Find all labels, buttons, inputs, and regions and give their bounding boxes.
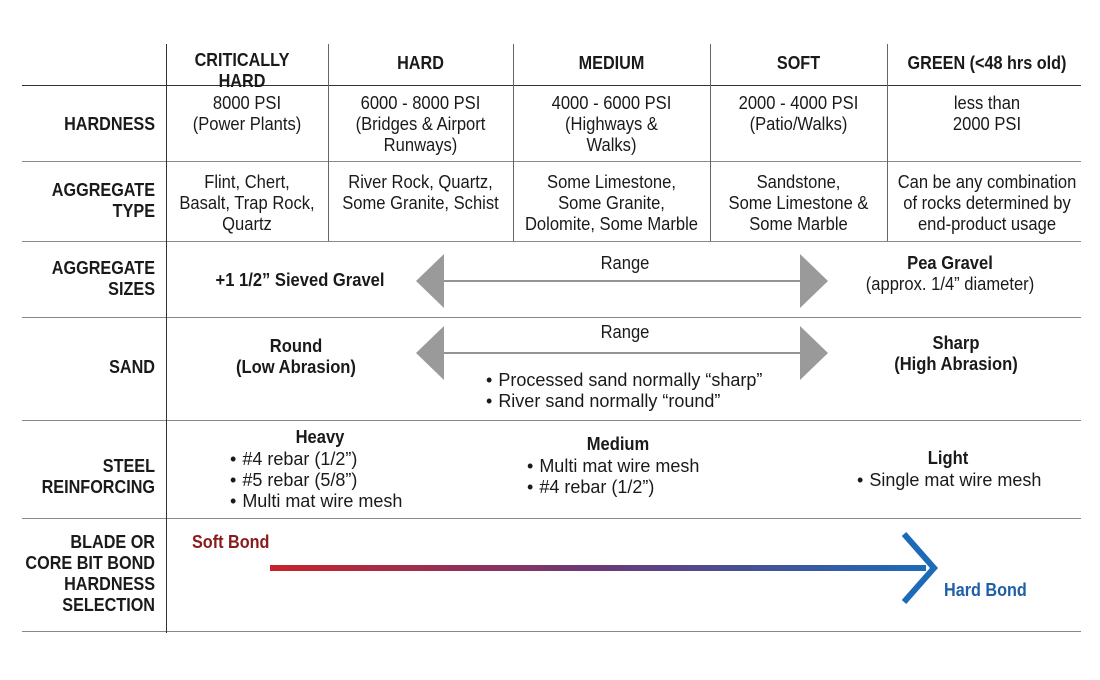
row-label-sand: SAND	[109, 357, 155, 377]
table-bottom	[22, 631, 1081, 632]
gradient-arrow-icon	[270, 532, 939, 604]
steel-light-title: Light	[927, 448, 969, 468]
list-item: #5 rebar (5/8”)	[230, 470, 450, 491]
row-divider	[22, 241, 1081, 242]
hardness-cell-green: less than 2000 PSI	[952, 93, 1022, 134]
aggregate-type-cell-critically-hard: Flint, Chert, Basalt, Trap Rock, Quartz	[179, 172, 315, 234]
aggregate-type-cell-soft: Sandstone, Some Limestone & Some Marble	[728, 172, 869, 234]
row-divider	[22, 518, 1081, 519]
row-label-aggregate-sizes: AGGREGATE SIZES	[51, 258, 155, 299]
hardness-cell-soft: 2000 - 4000 PSI (Patio/Walks)	[738, 93, 859, 134]
steel-heavy-list: #4 rebar (1/2”) #5 rebar (5/8”) Multi ma…	[230, 449, 450, 512]
row-label-aggregate-type: AGGREGATE TYPE	[51, 180, 155, 221]
row-divider	[22, 161, 1081, 162]
row-label-blade-bond: BLADE OR CORE BIT BOND HARDNESS SELECTIO…	[25, 532, 156, 615]
column-divider	[328, 44, 329, 241]
column-header-soft: SOFT	[776, 53, 821, 73]
sand-left: Round (Low Abrasion)	[236, 336, 356, 377]
aggregate-sizes-right: Pea Gravel (approx. 1/4” diameter)	[865, 253, 1035, 294]
list-item: #4 rebar (1/2”)	[230, 449, 450, 470]
aggregate-type-cell-hard: River Rock, Quartz, Some Granite, Schist	[342, 172, 499, 213]
hardness-cell-medium: 4000 - 6000 PSI (Highways & Walks)	[551, 93, 672, 155]
aggregate-type-cell-green: Can be any combination of rocks determin…	[897, 172, 1077, 234]
soft-bond-label: Soft Bond	[192, 532, 270, 552]
row-label-hardness: HARDNESS	[64, 114, 155, 134]
hardness-cell-critically-hard: 8000 PSI (Power Plants)	[192, 93, 302, 134]
list-item: #4 rebar (1/2”)	[527, 477, 747, 498]
steel-heavy-title: Heavy	[295, 427, 345, 447]
column-divider	[887, 44, 888, 241]
label-column-divider	[166, 44, 167, 633]
list-item: Processed sand normally “sharp”	[486, 370, 786, 391]
column-header-critically-hard: CRITICALLY HARD	[194, 50, 290, 91]
aggregate-sizes-range-label: Range	[600, 253, 650, 273]
list-item: Multi mat wire mesh	[527, 456, 747, 477]
column-divider	[710, 44, 711, 241]
column-header-medium: MEDIUM	[578, 53, 645, 73]
list-item: Single mat wire mesh	[857, 470, 1077, 491]
header-divider	[22, 85, 1081, 86]
column-header-hard: HARD	[397, 53, 444, 73]
steel-medium-list: Multi mat wire mesh #4 rebar (1/2”)	[527, 456, 747, 498]
list-item: Multi mat wire mesh	[230, 491, 450, 512]
steel-medium-title: Medium	[586, 434, 650, 454]
double-arrow-range-icon	[416, 254, 828, 308]
sand-notes-list: Processed sand normally “sharp” River sa…	[486, 370, 786, 412]
column-divider	[513, 44, 514, 241]
row-divider	[22, 420, 1081, 421]
list-item: River sand normally “round”	[486, 391, 786, 412]
row-divider	[22, 317, 1081, 318]
hardness-cell-hard: 6000 - 8000 PSI (Bridges & Airport Runwa…	[355, 93, 486, 155]
sand-right: Sharp (High Abrasion)	[894, 333, 1018, 374]
column-header-green: GREEN (<48 hrs old)	[907, 53, 1067, 73]
row-label-steel-reinforcing: STEEL REINFORCING	[41, 456, 155, 497]
hard-bond-label: Hard Bond	[944, 580, 1027, 600]
double-arrow-range-icon	[416, 326, 828, 380]
steel-light-list: Single mat wire mesh	[857, 470, 1077, 491]
aggregate-type-cell-medium: Some Limestone, Some Granite, Dolomite, …	[524, 172, 699, 234]
aggregate-sizes-left: +1 1/2” Sieved Gravel	[215, 270, 385, 290]
sand-range-label: Range	[600, 322, 650, 342]
